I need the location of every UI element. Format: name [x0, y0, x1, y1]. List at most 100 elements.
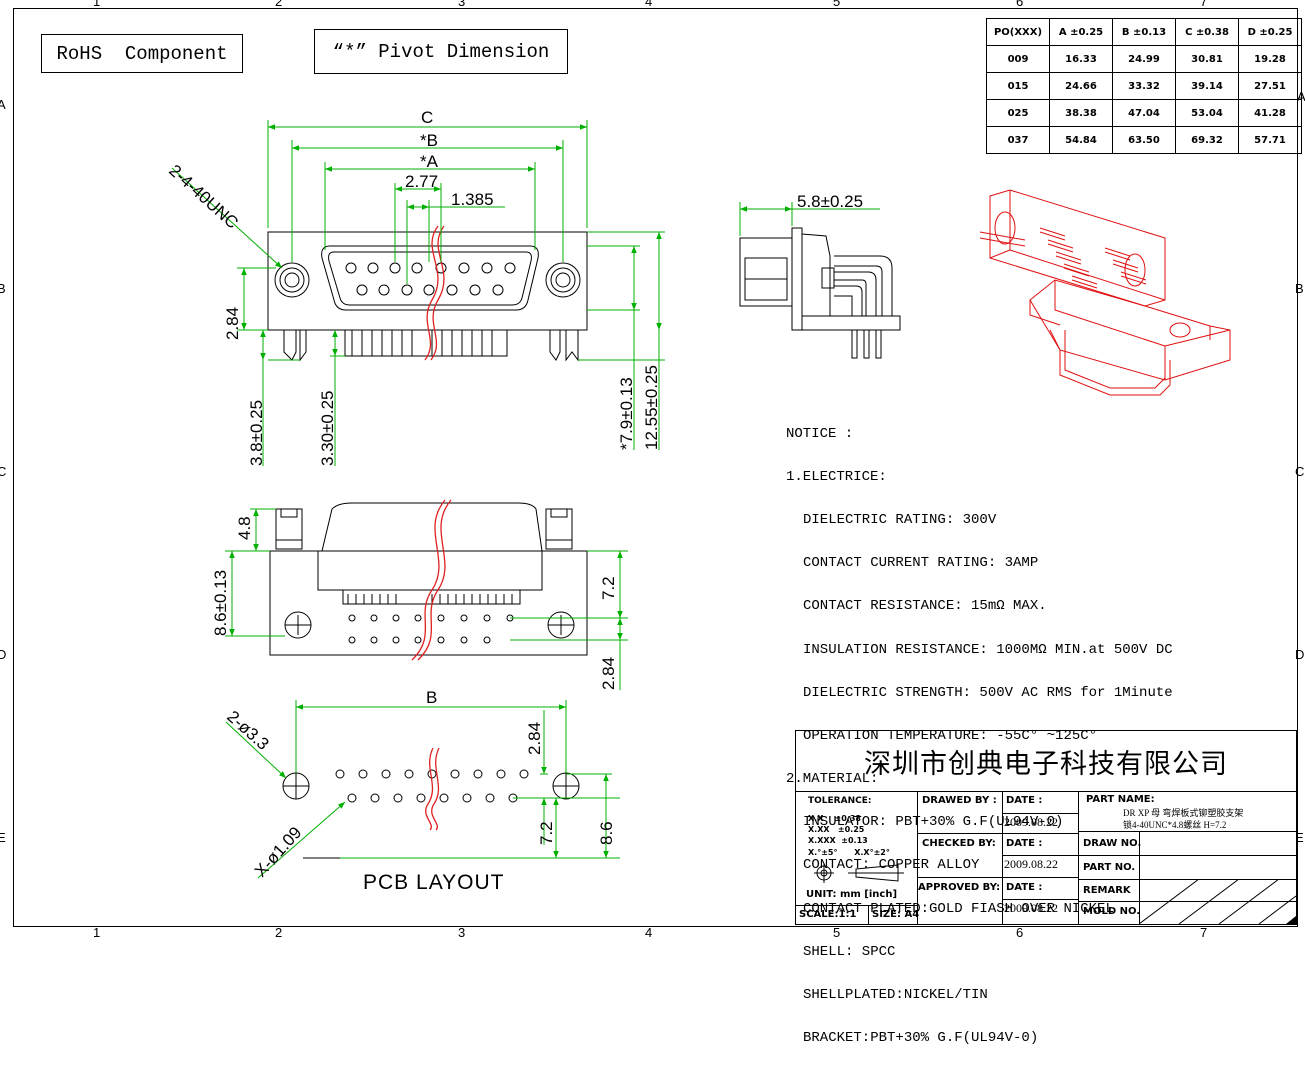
projection-symbol-icon: [814, 863, 904, 883]
note-line: BRACKET:PBT+30% G.F(UL94V-0): [803, 1030, 1039, 1047]
pivot-dimension-label: “*” Pivot Dimension: [314, 29, 568, 74]
table-cell: 24.66: [1049, 72, 1113, 100]
table-row: 015 24.66 33.32 39.14 27.51: [986, 72, 1302, 100]
dim-a-label: *A: [420, 152, 439, 171]
hatch-area: [1139, 879, 1296, 924]
dim-58-label: 5.8±0.25: [797, 192, 863, 211]
dim-72-label: 7.2: [599, 576, 618, 600]
bottom-break-line-2: [417, 499, 452, 661]
zone-row-b-left: B: [0, 281, 6, 296]
side-view: [739, 227, 901, 359]
zone-col-4-bottom: 4: [645, 925, 653, 940]
zone-row-a-left: A: [0, 97, 6, 112]
front-screw-right: [545, 262, 581, 298]
bottom-view: [269, 502, 588, 656]
dim-b-label: *B: [420, 131, 438, 150]
note-line: DIELECTRIC RATING: 300V: [803, 511, 997, 528]
mold-no-label: MOLD NO.: [1083, 906, 1141, 917]
front-d-sub-inner: [328, 251, 532, 306]
drawing-frame: [13, 8, 1298, 927]
zone-col-7-bottom: 7: [1200, 925, 1208, 940]
bottom-pin-row-bottom: [348, 636, 491, 644]
unit-label: UNIT: mm [inch]: [806, 889, 898, 900]
zone-col-5-bottom: 5: [833, 925, 841, 940]
part-no-label: PART NO.: [1083, 862, 1136, 873]
zone-col-4-top: 4: [645, 0, 653, 9]
dim-277-label: 2.77: [405, 172, 438, 191]
date-label: DATE :: [1006, 795, 1043, 806]
draw-no-label: DRAW NO.: [1083, 838, 1142, 849]
side-dimensions: [739, 202, 880, 236]
zone-row-c-right: C: [1295, 464, 1305, 479]
pcb-holes-bottom: [347, 793, 518, 803]
date-checked: 2009.08.22: [1004, 857, 1058, 871]
drawn-by-label: DRAWED BY :: [922, 795, 997, 806]
front-view: [267, 231, 588, 362]
pcb-dim-texts: B 2.84 7.2 8.6 2-ø3.3 X-ø1.09: [223, 688, 616, 881]
bottom-screw-right: [547, 611, 575, 639]
note-line: OPERATION TEMPERATURE: -55C° ~125C°: [803, 727, 1098, 744]
front-pins: [344, 329, 508, 357]
table-cell: 57.71: [1238, 126, 1302, 154]
bottom-break-line: [411, 499, 446, 661]
table-header-cell: PO(XXX): [986, 18, 1050, 46]
pcb-break-line-2: [431, 747, 440, 831]
pcb-b-label: B: [426, 688, 437, 707]
front-dimensions: [171, 120, 665, 466]
date-drawn: 2009.08.22: [1004, 815, 1058, 829]
front-pin-holes-bottom: [356, 284, 504, 296]
title-block: 深圳市创典电子科技有限公司 TOLERANCE: X.X ±0.38 X.XX …: [795, 730, 1297, 925]
note-line: DIELECTRIC STRENGTH: 500V AC RMS for 1Mi…: [803, 684, 1173, 701]
zone-row-c-left: C: [0, 464, 7, 479]
table-cell: 69.32: [1175, 126, 1239, 154]
dim-1255-label: 12.55±0.25: [642, 365, 661, 450]
table-cell: 037: [986, 126, 1050, 154]
pcb-284-label: 2.84: [525, 722, 544, 755]
zone-col-2-top: 2: [275, 0, 283, 9]
pcb-dimensions: [225, 700, 620, 879]
tolerance-line: X.°±5° X.X°±2°: [808, 848, 890, 857]
table-header-cell: B ±0.13: [1112, 18, 1176, 46]
approved-by-label: APPROVED BY:: [918, 882, 1001, 893]
zone-col-1-top: 1: [93, 0, 101, 9]
dim-38-label: 3.8±0.25: [247, 400, 266, 466]
table-row: 037 54.84 63.50 69.32 57.71: [986, 126, 1302, 154]
dim-86-label: 8.6±0.13: [211, 570, 230, 636]
pcb-72-label: 7.2: [537, 821, 556, 845]
zone-col-5-top: 5: [833, 0, 841, 9]
pcb-layout-view: [282, 769, 580, 859]
note-line: SHELL: SPCC: [803, 943, 896, 960]
dim-284-label: 2.84: [223, 307, 242, 340]
pcb-break-line: [425, 747, 434, 831]
dimension-table: PO(XXX) A ±0.25 B ±0.13 C ±0.38 D ±0.25 …: [986, 18, 1302, 154]
note-line: CONTACT: COPPER ALLOY: [803, 857, 980, 874]
size-label: SIZE: A4: [872, 909, 920, 920]
note-line: INSULATION RESISTANCE: 1000MΩ MIN.at 500…: [803, 641, 1173, 658]
checked-by-label: CHECKED BY:: [922, 838, 996, 849]
notes-section-material: 2.MATERIAL:: [786, 771, 879, 788]
dim-c-label: C: [421, 108, 433, 127]
zone-row-b-right: B: [1295, 281, 1304, 296]
dim-284b-label: 2.84: [599, 657, 618, 690]
zone-col-3-bottom: 3: [458, 925, 466, 940]
part-name-line-2: 锁4-40UNC*4.8螺丝 H=7.2: [1123, 820, 1227, 830]
table-cell: 53.04: [1175, 99, 1239, 127]
front-break-line: [424, 225, 439, 361]
table-cell: 33.32: [1112, 72, 1176, 100]
note-line: CONTACT CURRENT RATING: 3AMP: [803, 555, 1039, 572]
note-line: CONTACT RESISTANCE: 15mΩ MAX.: [803, 598, 1047, 615]
front-d-sub-shell: [321, 245, 539, 311]
dim-thread-label: 2-4-40UNC: [165, 161, 242, 233]
remark-label: REMARK: [1083, 885, 1131, 896]
table-cell: 025: [986, 99, 1050, 127]
scale-label: SCALE:1:1: [799, 909, 857, 920]
date-label: DATE :: [1006, 882, 1043, 893]
part-name-label: PART NAME:: [1086, 794, 1155, 805]
bottom-screw-left: [284, 611, 312, 639]
zone-row-d-right: D: [1295, 647, 1305, 662]
notes-section-electric: 1.ELECTRICE:: [786, 468, 887, 485]
zone-row-e-right: E: [1295, 830, 1304, 845]
pcb-layout-title: PCB LAYOUT: [363, 871, 504, 894]
table-row: 009 16.33 24.99 30.81 19.28: [986, 45, 1302, 73]
zone-row-e-left: E: [0, 830, 6, 845]
